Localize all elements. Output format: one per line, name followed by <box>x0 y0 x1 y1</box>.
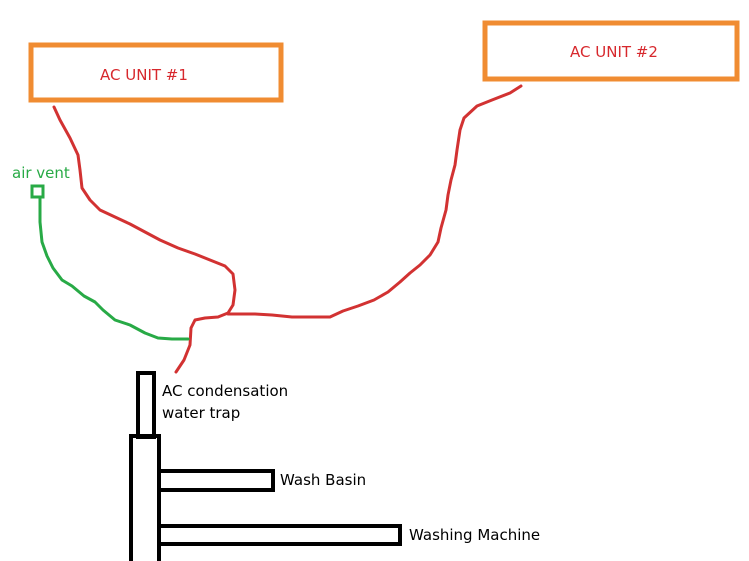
condensation-trap-pipe <box>136 371 156 439</box>
trap-label-line-1: AC condensation <box>162 382 288 400</box>
drain-line-unit-2 <box>226 84 523 319</box>
ac-unit-1-label: AC UNIT #1 <box>100 66 188 84</box>
ac-unit-2-box <box>482 20 740 82</box>
drain-line-unit-1 <box>52 105 237 374</box>
ac-unit-2-label: AC UNIT #2 <box>570 43 658 61</box>
washing-machine-label: Washing Machine <box>409 526 540 544</box>
air-vent-icon <box>30 184 45 199</box>
washing-machine-branch <box>157 524 402 546</box>
air-vent-label: air vent <box>12 164 70 182</box>
trap-label-line-2: water trap <box>162 404 240 422</box>
wash-basin-branch <box>157 469 275 492</box>
main-drain-stack <box>129 434 161 561</box>
vent-line <box>38 197 190 341</box>
wash-basin-label: Wash Basin <box>280 471 366 489</box>
ac-unit-1-box <box>28 42 284 103</box>
